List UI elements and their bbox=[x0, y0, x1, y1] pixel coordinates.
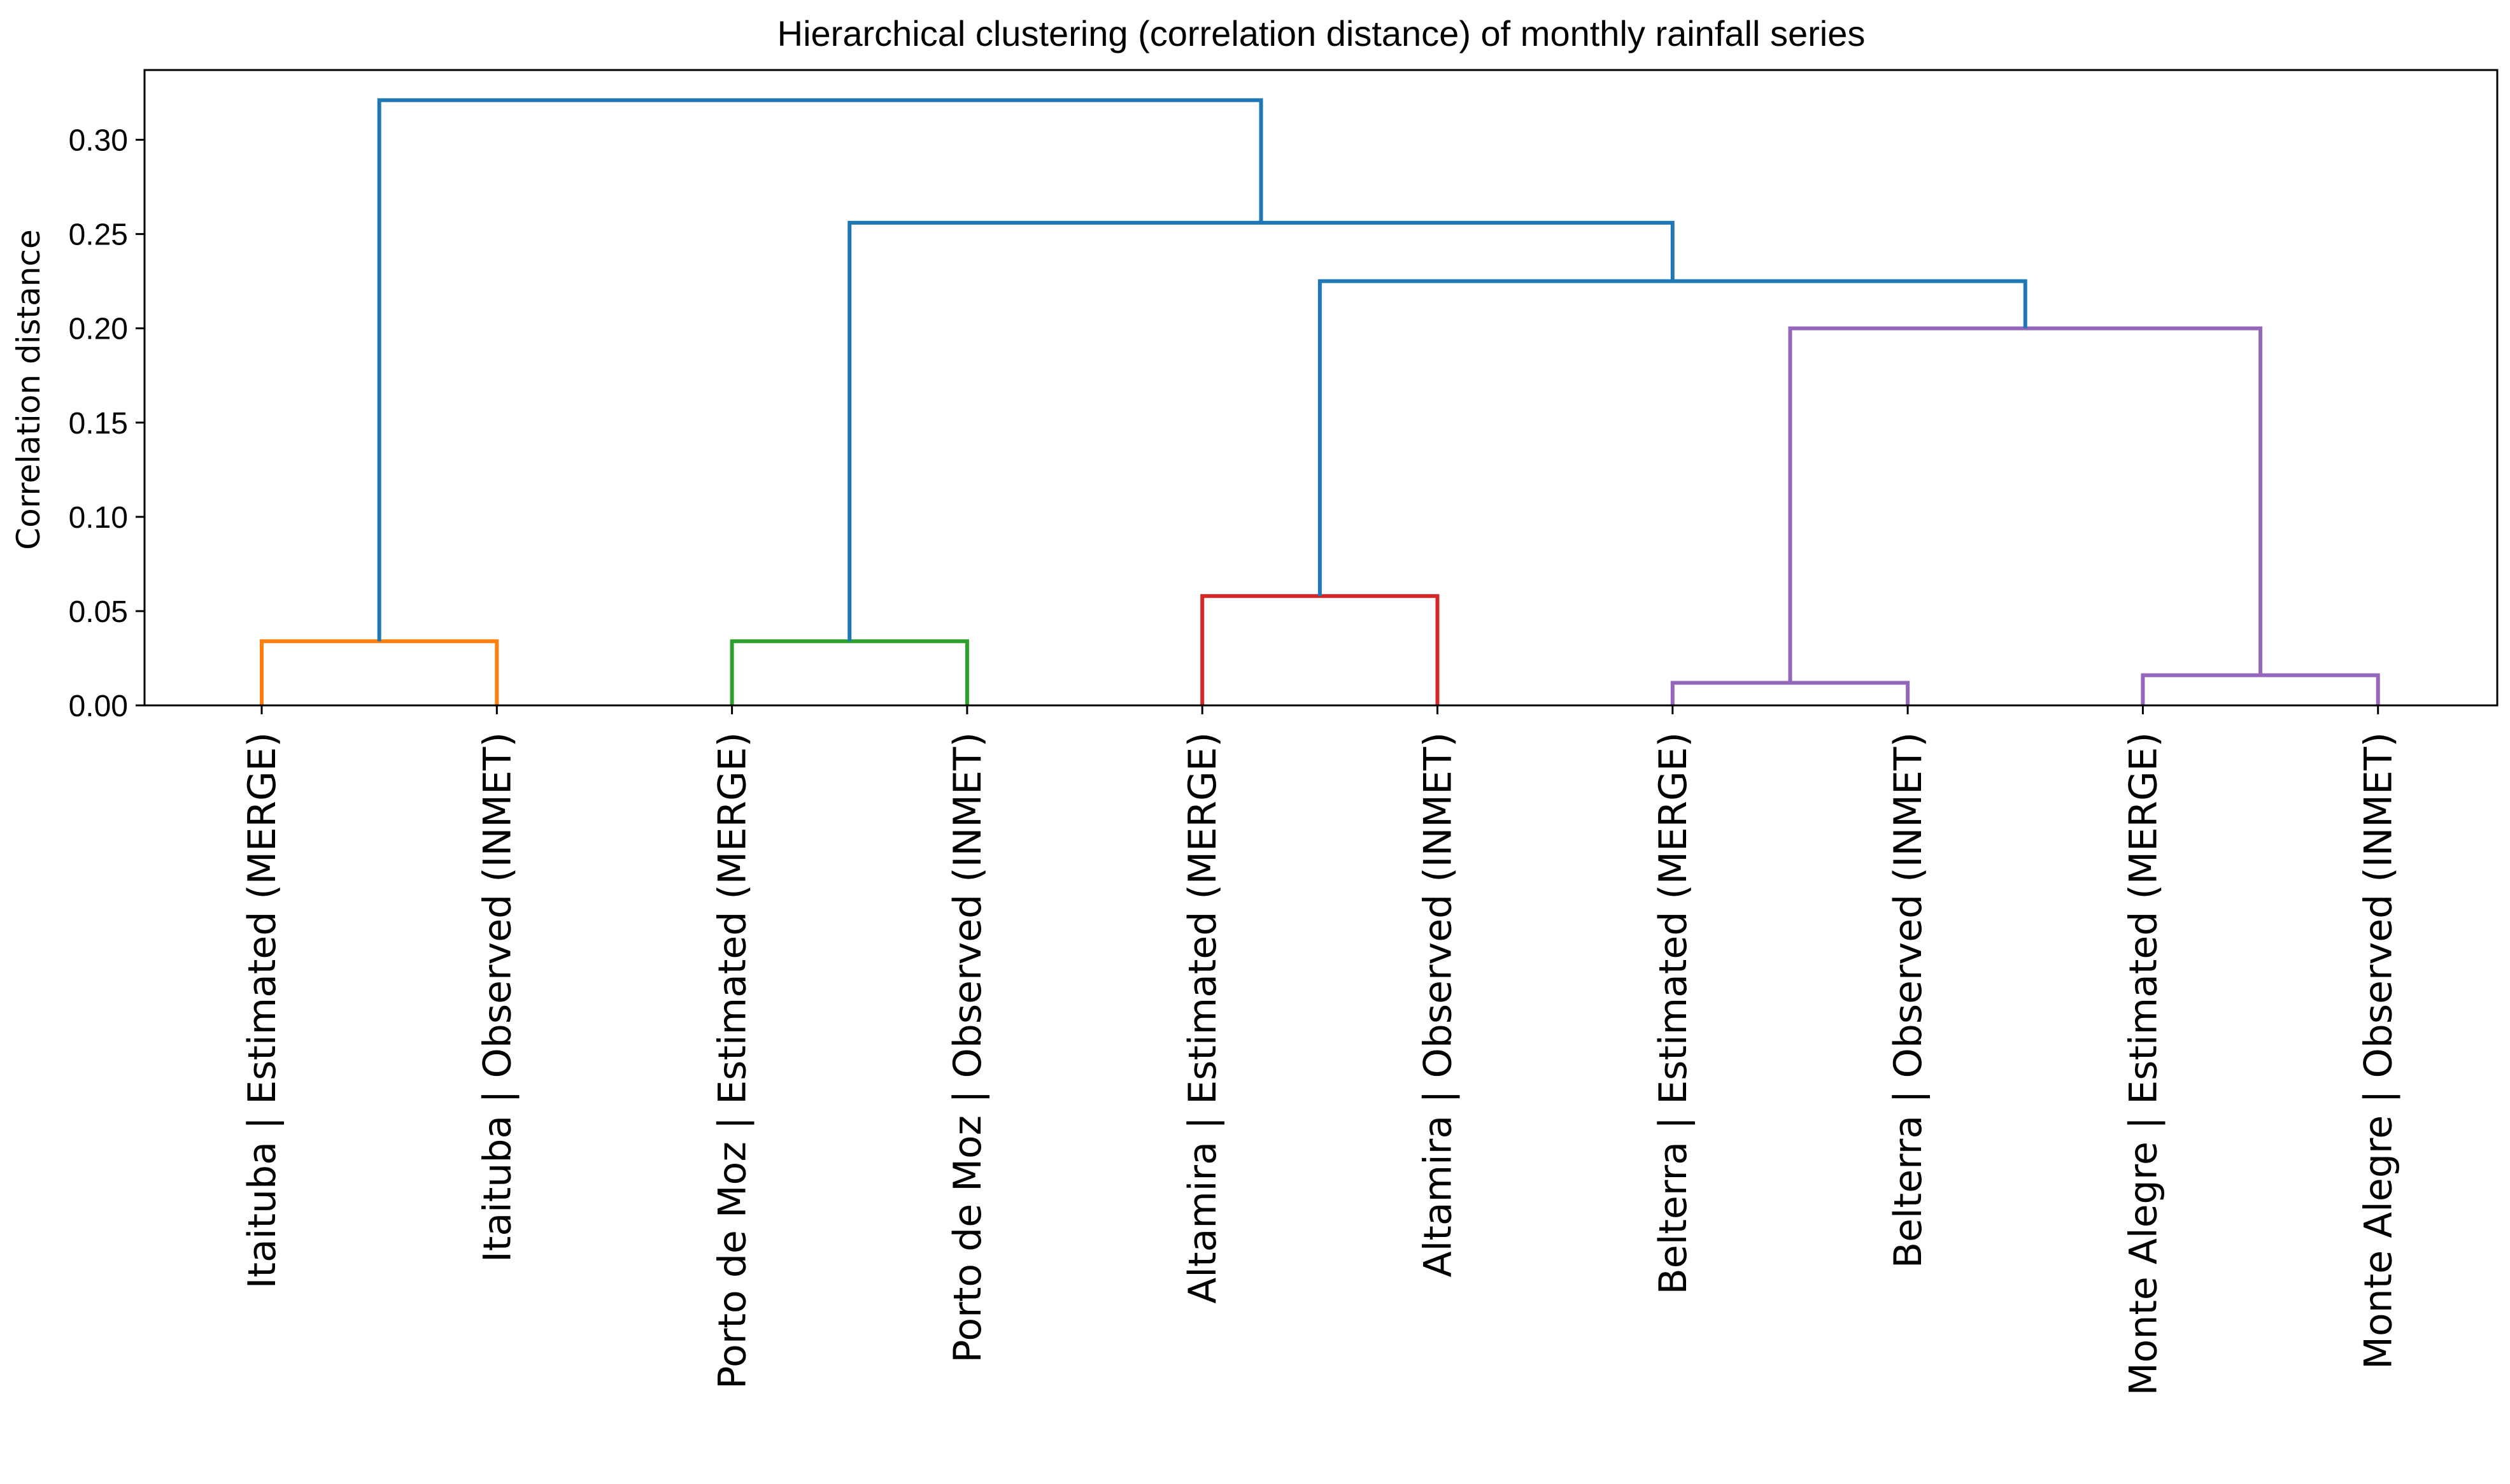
dendrogram-link bbox=[1670, 681, 1910, 705]
leaf-label: Porto de Moz | Observed (INMET) bbox=[946, 732, 990, 1363]
y-tick-label: 0.00 bbox=[69, 689, 128, 723]
leaf-label: Itaituba | Estimated (MERGE) bbox=[240, 732, 285, 1289]
dendrogram-link bbox=[377, 98, 1263, 642]
y-axis-ticks: 0.00 0.05 0.10 0.15 0.20 0.25 0.30 bbox=[69, 124, 145, 723]
dendrogram-link bbox=[1317, 279, 2027, 597]
dendrogram-link bbox=[1200, 594, 1440, 705]
y-tick-label: 0.20 bbox=[69, 313, 128, 346]
dendrogram-links bbox=[260, 98, 2380, 705]
y-tick-label: 0.30 bbox=[69, 124, 128, 158]
leaf-label: Porto de Moz | Estimated (MERGE) bbox=[711, 732, 755, 1389]
y-tick-label: 0.15 bbox=[69, 407, 128, 441]
leaf-label: Monte Alegre | Observed (INMET) bbox=[2357, 732, 2401, 1369]
dendrogram-link bbox=[730, 639, 969, 705]
leaf-label: Altamira | Estimated (MERGE) bbox=[1181, 732, 1225, 1304]
dendrogram-link bbox=[847, 220, 1675, 642]
y-tick-label: 0.05 bbox=[69, 595, 128, 629]
dendrogram-link bbox=[260, 639, 499, 705]
leaf-label: Belterra | Estimated (MERGE) bbox=[1651, 732, 1696, 1294]
leaf-label: Belterra | Observed (INMET) bbox=[1886, 732, 1931, 1268]
leaf-label: Monte Alegre | Estimated (MERGE) bbox=[2121, 732, 2166, 1396]
dendrogram-link bbox=[1788, 326, 2263, 683]
leaf-label: Altamira | Observed (INMET) bbox=[1416, 732, 1461, 1277]
leaf-label: Itaituba | Observed (INMET) bbox=[475, 732, 520, 1262]
y-axis-label: Correlation distance bbox=[10, 229, 47, 549]
dendrogram-link bbox=[2141, 673, 2380, 705]
plot-frame bbox=[143, 69, 2499, 707]
leaf-labels: Itaituba | Estimated (MERGE) Itaituba | O… bbox=[240, 705, 2401, 1396]
y-tick-label: 0.10 bbox=[69, 501, 128, 535]
y-tick-label: 0.25 bbox=[69, 218, 128, 252]
chart-title: Hierarchical clustering (correlation dis… bbox=[777, 13, 1866, 53]
